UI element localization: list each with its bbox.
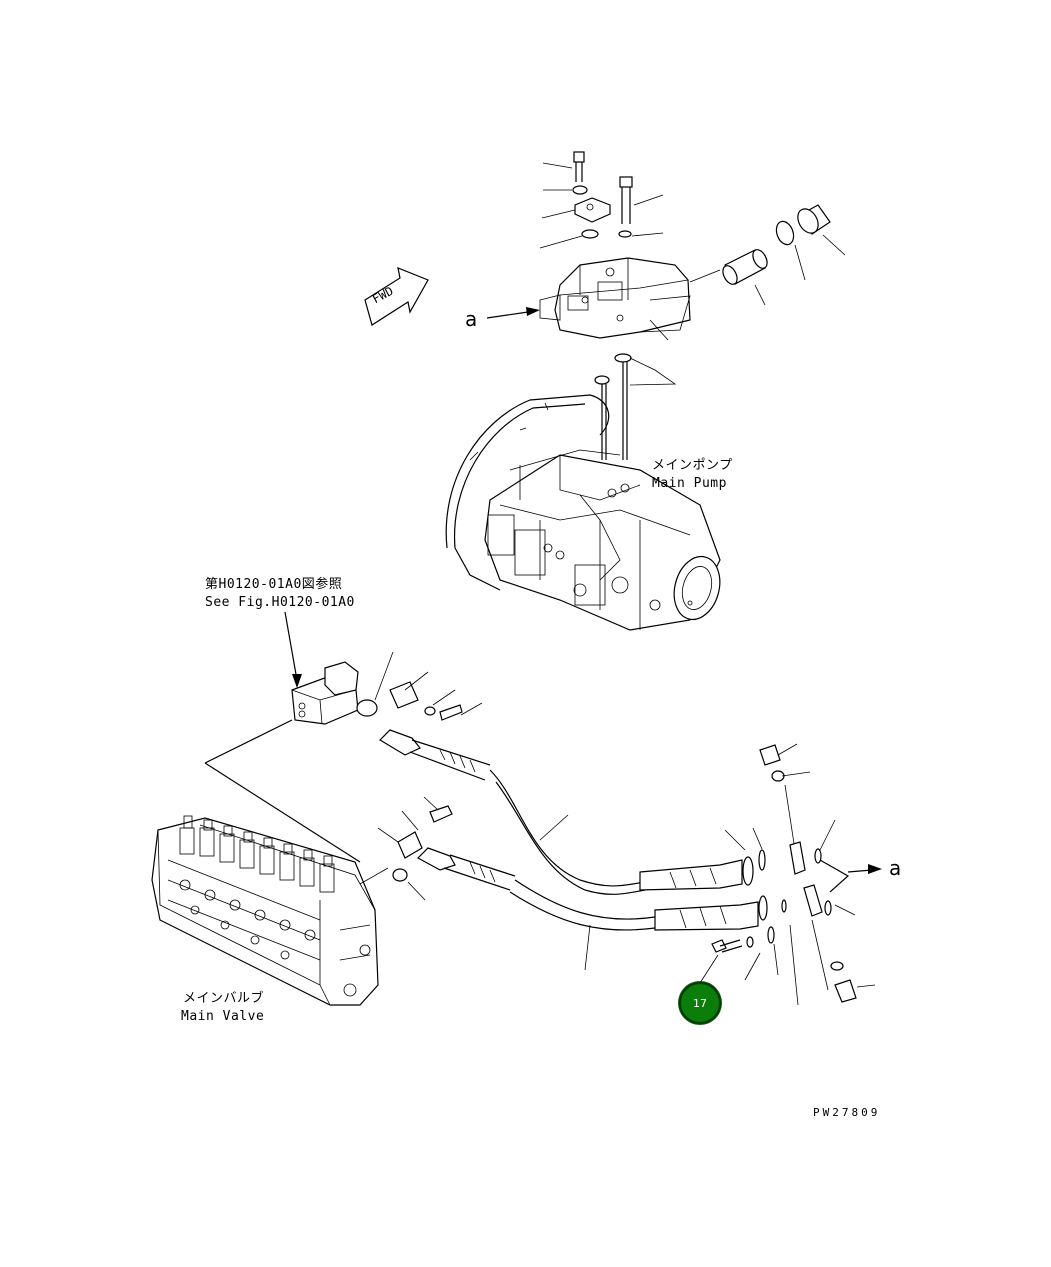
- see-fig-label-jp: 第H0120-01A0図参照: [205, 577, 343, 592]
- main-valve-drawing: [151, 815, 389, 1006]
- part-callout-17[interactable]: 17: [679, 982, 721, 1024]
- main-pump-label-jp: メインポンプ: [652, 458, 733, 473]
- top-valve-assembly: [364, 151, 846, 460]
- see-fig-label-en: See Fig.H0120-01A0: [205, 595, 355, 610]
- main-pump-label-en: Main Pump: [652, 476, 727, 491]
- reference-a-top: a: [465, 307, 478, 331]
- reference-a-right: a: [889, 856, 902, 880]
- drawing-number: PW27809: [813, 1106, 881, 1119]
- right-fittings: [699, 743, 882, 1006]
- solenoid-block: [204, 611, 483, 863]
- main-valve-label-en: Main Valve: [181, 1009, 265, 1024]
- main-valve-label-jp: メインバルブ: [183, 991, 265, 1006]
- main-pump-drawing: [445, 394, 721, 631]
- hose-assemblies: [377, 729, 768, 971]
